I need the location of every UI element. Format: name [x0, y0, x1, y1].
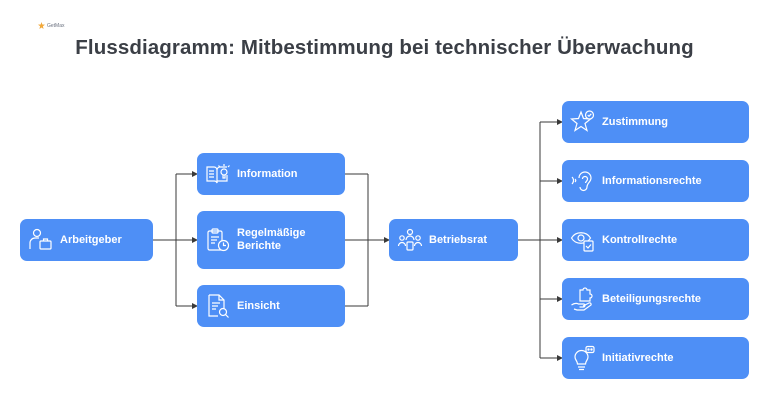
- lightbulb-icon: [574, 345, 595, 371]
- clipboard-clock-icon: [207, 228, 230, 252]
- node-informationsrechte-label: Informationsrechte: [602, 174, 702, 187]
- node-initiativrechte-label: Initiativrechte: [602, 351, 674, 364]
- node-betriebsrat-label: Betriebsrat: [429, 233, 488, 246]
- node-zustimmung: Zustimmung: [562, 101, 749, 143]
- page-title: Flussdiagramm: Mitbestimmung bei technis…: [75, 36, 694, 59]
- hand-puzzle-icon: [571, 287, 593, 311]
- node-kontrollrechte: Kontrollrechte: [562, 219, 749, 261]
- node-regelmaessige-berichte: Regelmäßige Berichte: [197, 211, 345, 269]
- node-beteiligungsrechte: Beteiligungsrechte: [562, 278, 749, 320]
- group-people-icon: [397, 228, 423, 251]
- node-initiativrechte: Initiativrechte: [562, 337, 749, 379]
- node-zustimmung-label: Zustimmung: [602, 115, 668, 128]
- ear-icon: [571, 171, 592, 192]
- node-arbeitgeber-label: Arbeitgeber: [60, 233, 122, 246]
- node-einsicht: Einsicht: [197, 285, 345, 327]
- node-beteiligungsrechte-label: Beteiligungsrechte: [602, 292, 702, 305]
- person-briefcase-icon: [29, 228, 52, 250]
- document-search-icon: [208, 294, 229, 318]
- eye-check-icon: [570, 232, 594, 252]
- book-lightbulb-icon: [206, 164, 230, 184]
- star-logo-icon: [38, 22, 45, 29]
- node-information-label: Information: [237, 167, 298, 180]
- node-regelmaessige-berichte-label: Regelmäßige Berichte: [237, 227, 306, 252]
- node-betriebsrat: Betriebsrat: [389, 219, 518, 261]
- node-einsicht-label: Einsicht: [237, 299, 280, 312]
- node-arbeitgeber: Arbeitgeber: [20, 219, 153, 261]
- brand-name: GetMax: [47, 22, 65, 29]
- brand-logo: GetMax: [38, 22, 65, 29]
- node-kontrollrechte-label: Kontrollrechte: [602, 233, 678, 246]
- node-informationsrechte: Informationsrechte: [562, 160, 749, 202]
- node-information: Information: [197, 153, 345, 195]
- star-check-icon: [570, 110, 595, 132]
